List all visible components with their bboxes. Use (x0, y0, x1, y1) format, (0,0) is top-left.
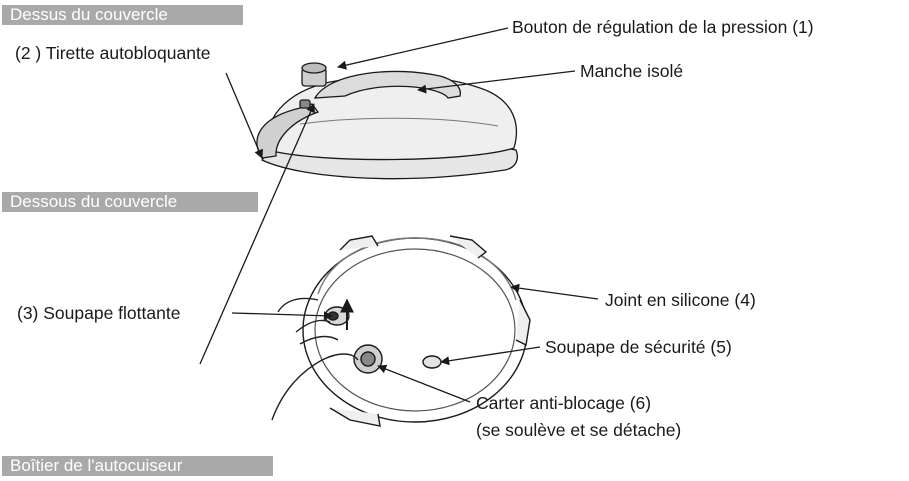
label-float-valve: (3) Soupape flottante (17, 303, 180, 323)
label-self-lock-pull: (2 ) Tirette autobloquante (15, 43, 211, 63)
label-pressure-button: Bouton de régulation de la pression (1) (512, 17, 814, 37)
label-anti-block-cover: Carter anti-blocage (6) (476, 393, 651, 413)
lid-top-illustration (257, 63, 517, 179)
label-safety-valve: Soupape de sécurité (5) (545, 337, 732, 357)
label-anti-block-cover-note: (se soulève et se détache) (476, 420, 681, 440)
label-silicone-seal: Joint en silicone (4) (605, 290, 756, 310)
label-insulated-handle: Manche isolé (580, 61, 683, 81)
